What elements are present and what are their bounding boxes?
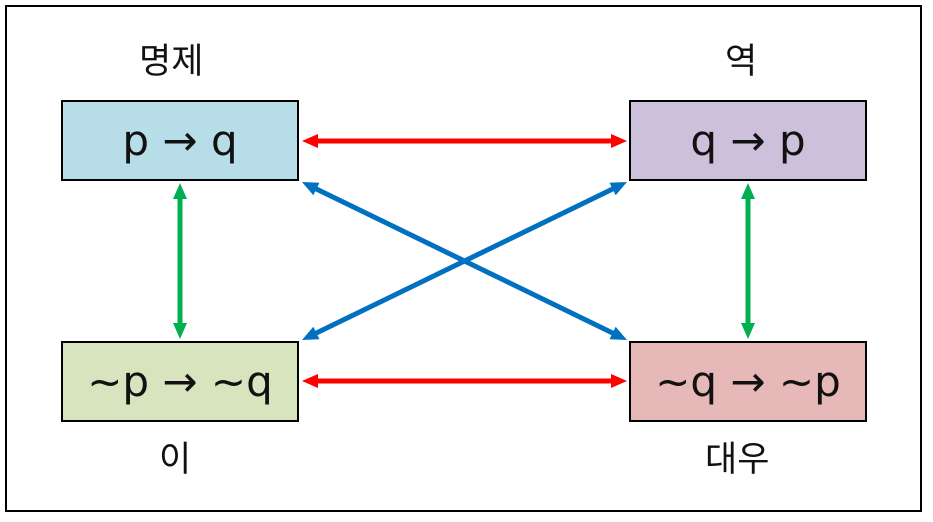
converse-relation-arrow-head-start — [302, 134, 318, 148]
converse-inverse-diagonal-arrow-head-start — [302, 326, 320, 340]
converse-title: 역 — [725, 42, 758, 82]
contrapositive-relation-arrow-head-start — [302, 182, 320, 196]
inverse-relation-arrow-head-end — [173, 323, 187, 339]
inverse-box: ~p → ~q — [61, 341, 299, 422]
contrapositive-title: 대우 — [705, 440, 770, 480]
proposition-expression: p → q — [122, 116, 238, 165]
contrapositive-relation-arrow-head-end — [609, 326, 627, 340]
inverse-relation-arrow-head-start — [173, 183, 187, 199]
converse-box: q → p — [629, 100, 867, 181]
proposition-box: p → q — [61, 100, 299, 181]
inverse-title: 이 — [159, 440, 192, 480]
diagram-frame — [5, 5, 922, 512]
inverse-relation-arrow-right-head-start — [741, 183, 755, 199]
contrapositive-relation-arrow-bottom-head-start — [302, 374, 318, 388]
converse-inverse-diagonal-arrow — [313, 185, 616, 337]
contrapositive-expression: ~q → ~p — [655, 357, 841, 406]
inverse-relation-arrow-right-head-end — [741, 323, 755, 339]
proposition-title: 명제 — [139, 42, 204, 82]
contrapositive-box: ~q → ~p — [629, 341, 867, 422]
contrapositive-relation-arrow-bottom-head-end — [611, 374, 627, 388]
converse-inverse-diagonal-arrow-head-end — [609, 182, 627, 196]
inverse-expression: ~p → ~q — [87, 357, 273, 406]
converse-expression: q → p — [690, 116, 806, 165]
converse-relation-arrow-head-end — [611, 134, 627, 148]
